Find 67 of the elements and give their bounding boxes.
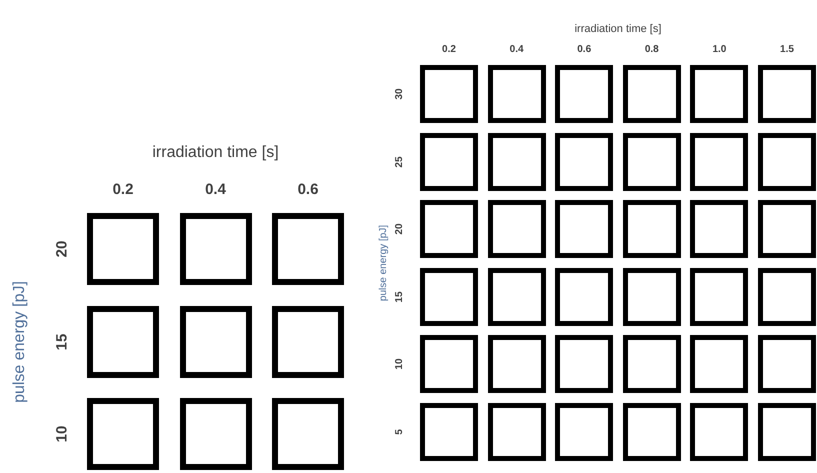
empty-square	[622, 335, 681, 394]
empty-square	[690, 335, 748, 394]
empty-square	[420, 268, 478, 326]
tick-label: 5	[395, 429, 405, 435]
empty-square	[180, 398, 252, 470]
tick-label: 0.8	[644, 45, 659, 55]
tick-label: 0.6	[577, 45, 592, 55]
empty-square	[87, 398, 159, 470]
empty-square	[555, 132, 614, 191]
empty-square	[555, 200, 614, 258]
empty-square	[758, 403, 816, 461]
tick-label: 10	[395, 358, 405, 370]
tick-label: 20	[395, 224, 405, 235]
tick-label: 0.4	[510, 45, 524, 55]
empty-square	[622, 268, 681, 326]
tick-label: 1.5	[780, 45, 794, 55]
tick-label: 15	[54, 333, 70, 350]
empty-square	[272, 306, 344, 378]
tick-label: 25	[395, 156, 405, 168]
empty-square	[555, 403, 614, 461]
empty-square	[622, 65, 681, 123]
tick-label: 0.2	[112, 182, 134, 197]
empty-square	[758, 268, 816, 326]
tick-label: 0.6	[298, 182, 318, 197]
axis-title: pulse energy [pJ]	[12, 280, 28, 402]
empty-square	[758, 200, 816, 258]
empty-square	[488, 200, 546, 258]
empty-square	[690, 132, 748, 191]
axis-title: irradiation time [s]	[574, 24, 662, 35]
tick-label: 0.2	[442, 45, 456, 55]
empty-square	[420, 65, 478, 123]
empty-square	[488, 65, 546, 123]
tick-label: 15	[395, 291, 405, 302]
empty-square	[690, 403, 748, 461]
empty-square	[420, 200, 478, 258]
empty-square	[622, 132, 681, 191]
empty-square	[622, 403, 681, 461]
empty-square	[555, 335, 614, 394]
empty-square	[488, 132, 546, 191]
empty-square	[488, 403, 546, 461]
empty-square	[420, 403, 478, 461]
empty-square	[488, 335, 546, 394]
tick-label: 30	[395, 88, 405, 100]
empty-square	[758, 65, 816, 123]
empty-square	[488, 268, 546, 326]
empty-square	[555, 268, 614, 326]
empty-square	[758, 335, 816, 394]
empty-square	[555, 65, 614, 123]
empty-square	[180, 213, 252, 285]
empty-square	[272, 213, 344, 285]
empty-square	[420, 132, 478, 191]
empty-square	[180, 306, 252, 378]
axis-title: pulse energy [pJ]	[379, 224, 389, 302]
empty-square	[758, 132, 816, 191]
empty-square	[420, 335, 478, 394]
tick-label: 10	[54, 426, 70, 442]
empty-square	[272, 398, 344, 470]
empty-square	[622, 200, 681, 258]
empty-square	[87, 213, 159, 285]
tick-label: 0.4	[205, 182, 226, 197]
tick-label: 20	[54, 240, 70, 258]
empty-square	[87, 306, 159, 378]
empty-square	[690, 200, 748, 258]
empty-square	[690, 65, 748, 123]
axis-title: irradiation time [s]	[152, 145, 279, 161]
tick-label: 1.0	[712, 45, 726, 55]
empty-square	[690, 268, 748, 326]
